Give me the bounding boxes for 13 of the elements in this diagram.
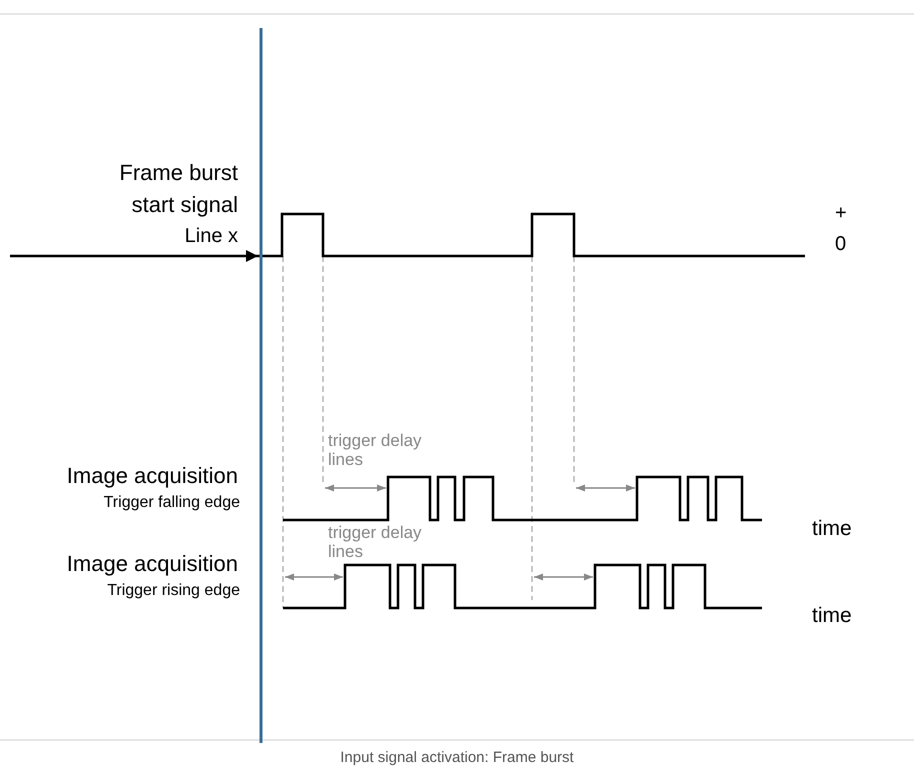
axis-label: time xyxy=(812,603,853,629)
signal-line-label: Line x xyxy=(184,224,238,249)
axis-label: time xyxy=(812,516,853,542)
delay-label: trigger delay lines xyxy=(328,524,423,562)
signal-mode-label: Trigger falling edge xyxy=(102,493,240,513)
signal-name: Image acquisition xyxy=(66,550,238,578)
caption: Input signal activation: Frame burst xyxy=(339,748,575,768)
signal-name: Image acquisition xyxy=(66,462,238,490)
level-label: + xyxy=(835,201,848,226)
level-label: 0 xyxy=(835,232,848,257)
signal-name: Frame burst start signal xyxy=(118,159,238,219)
signal-mode-label: Trigger rising edge xyxy=(106,581,240,601)
delay-label: trigger delay lines xyxy=(328,432,423,470)
